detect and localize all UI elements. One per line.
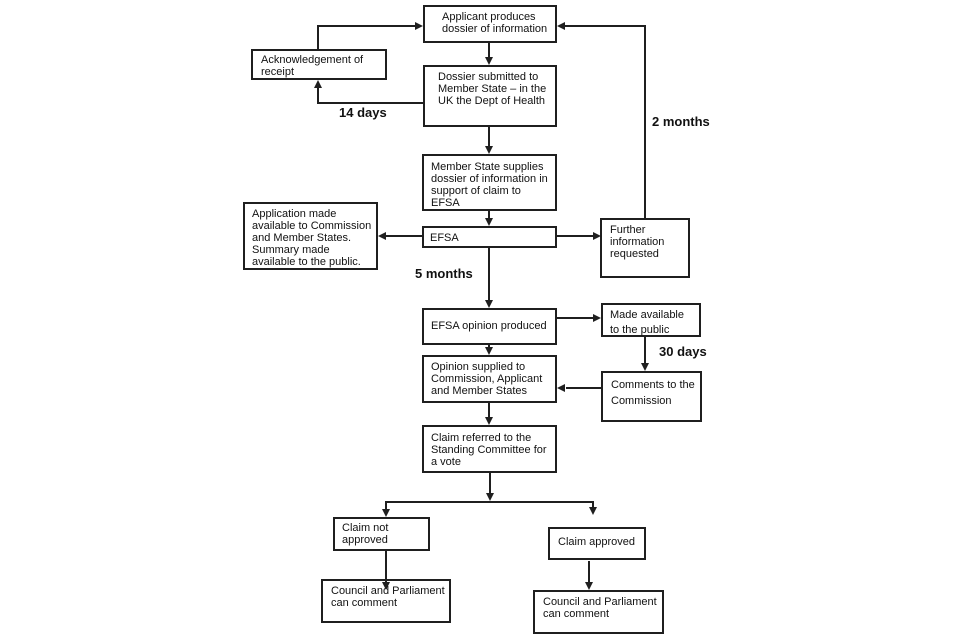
arrowhead-efsa-to-further-information	[593, 232, 601, 240]
connector-claim-approved-to-council	[588, 561, 590, 582]
label-5-months: 5 months	[415, 266, 473, 281]
node-claim-approved: Claim approved	[548, 527, 646, 560]
label-14-days: 14 days	[339, 105, 387, 120]
arrowhead-acknowledgement-to-applicant	[415, 22, 423, 30]
node-further-information-requested: Further information requested	[600, 218, 690, 278]
connector-efsa-to-further-information	[557, 235, 594, 237]
arrowhead-efsa-to-application-available	[378, 232, 386, 240]
arrowhead-dossier-to-member-state	[485, 146, 493, 154]
connector-branch-to-claim-not-approved	[385, 502, 387, 510]
connector-branch-horizontal	[385, 501, 594, 503]
node-efsa: EFSA	[422, 226, 557, 248]
connector-further-information-up	[644, 25, 646, 218]
node-comments-to-commission: Comments to the Commission	[601, 371, 702, 422]
arrowhead-opinion-supplied-to-claim-referred	[485, 417, 493, 425]
arrowhead-member-state-to-efsa	[485, 218, 493, 226]
connector-efsa-to-application-available	[386, 235, 422, 237]
arrowhead-further-information-to-applicant	[557, 22, 565, 30]
label-30-days: 30 days	[659, 344, 707, 359]
node-claim-referred-standing-committee: Claim referred to the Standing Committee…	[422, 425, 557, 473]
arrowhead-comments-to-opinion-supplied	[557, 384, 565, 392]
arrowhead-branch-to-claim-not-approved	[382, 509, 390, 517]
connector-opinion-supplied-to-claim-referred	[488, 403, 490, 418]
connector-applicant-to-dossier	[488, 42, 490, 58]
connector-member-state-to-efsa	[488, 211, 490, 219]
connector-acknowledgement-to-applicant	[317, 25, 415, 27]
node-claim-not-approved: Claim not approved	[333, 517, 430, 551]
arrowhead-efsa-to-opinion	[485, 300, 493, 308]
node-acknowledgement-of-receipt: Acknowledgement of receipt	[251, 49, 387, 80]
connector-branch-to-claim-approved	[592, 502, 594, 508]
node-dossier-submitted-member-state: Dossier submitted to Member State – in t…	[423, 65, 557, 127]
node-application-made-available: Application made available to Commission…	[243, 202, 378, 270]
arrowhead-claim-not-approved-to-council	[382, 582, 390, 590]
arrowhead-branch-to-claim-approved	[589, 507, 597, 515]
arrowhead-made-available-to-comments	[641, 363, 649, 371]
label-2-months: 2 months	[652, 114, 710, 129]
connector-opinion-to-made-available	[557, 317, 594, 319]
arrowhead-opinion-to-opinion-supplied	[485, 347, 493, 355]
arrowhead-applicant-to-dossier	[485, 57, 493, 65]
arrowhead-claim-referred-to-branch	[486, 493, 494, 501]
connector-opinion-to-opinion-supplied	[488, 345, 490, 348]
connector-made-available-to-comments	[644, 337, 646, 364]
connector-efsa-to-opinion	[488, 248, 490, 301]
connector-dossier-to-member-state	[488, 127, 490, 147]
node-council-parliament-comment-right: Council and Parliament can comment	[533, 590, 664, 634]
node-member-state-supplies-dossier: Member State supplies dossier of informa…	[422, 154, 557, 211]
connector-claim-referred-to-branch	[489, 473, 491, 493]
node-made-available-to-public: Made available to the public	[601, 303, 701, 337]
connector-comments-to-opinion-supplied	[566, 387, 601, 389]
arrowhead-dossier-to-acknowledgement	[314, 80, 322, 88]
node-opinion-supplied: Opinion supplied to Commission, Applican…	[422, 355, 557, 403]
connector-dossier-to-acknowledgement-horizontal	[317, 102, 423, 104]
connector-dossier-to-acknowledgement-vertical	[317, 88, 319, 103]
node-applicant-produces-dossier: Applicant produces dossier of informatio…	[423, 5, 557, 43]
connector-further-information-to-applicant	[565, 25, 645, 27]
arrowhead-opinion-to-made-available	[593, 314, 601, 322]
arrowhead-claim-approved-to-council	[585, 582, 593, 590]
connector-acknowledgement-up	[317, 25, 319, 49]
connector-claim-not-approved-to-council	[385, 551, 387, 582]
node-efsa-opinion-produced: EFSA opinion produced	[422, 308, 557, 345]
